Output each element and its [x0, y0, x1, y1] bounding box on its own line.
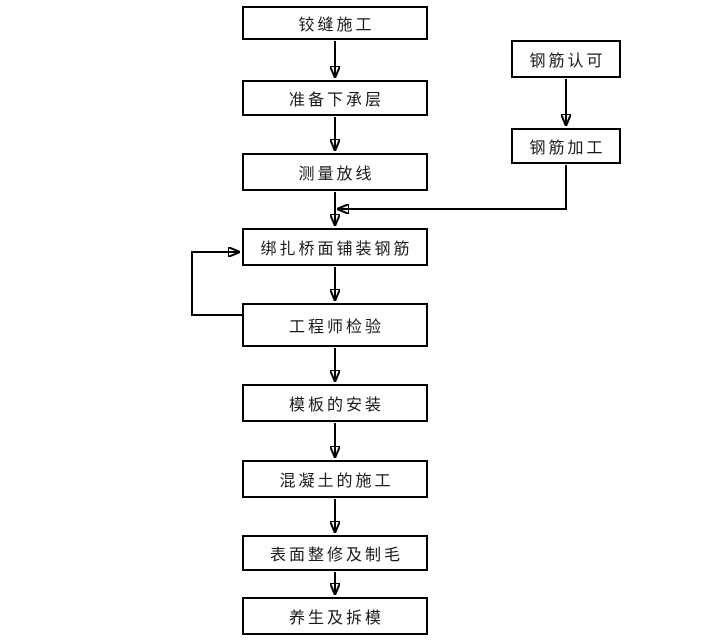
flow-node-prepare-subbase: 准备下承层	[242, 80, 428, 116]
flow-node-label: 铰缝施工	[298, 15, 375, 34]
flow-node-label: 钢筋认可	[529, 51, 606, 70]
flow-node-tie-deck-rebar: 绑扎桥面铺装钢筋	[242, 228, 428, 266]
flow-node-label: 表面整修及制毛	[269, 545, 403, 564]
arrow-inspect-rework-loop	[191, 252, 243, 316]
flow-node-label: 准备下承层	[288, 90, 384, 109]
flow-node-survey-layout: 测量放线	[242, 153, 428, 191]
flow-node-label: 养生及拆模	[288, 608, 384, 627]
flow-node-curing-demolding: 养生及拆模	[242, 597, 428, 635]
flow-node-hinge-joint-construction: 铰缝施工	[242, 6, 428, 40]
arrow-process-to-mainline	[338, 165, 567, 209]
flow-node-surface-finishing: 表面整修及制毛	[242, 535, 428, 571]
flow-node-label: 工程师检验	[288, 317, 384, 336]
flow-node-rebar-approval: 钢筋认可	[511, 40, 621, 78]
flow-node-formwork-installation: 模板的安装	[242, 384, 428, 422]
flow-node-label: 混凝土的施工	[279, 471, 394, 490]
flow-node-engineer-inspection: 工程师检验	[242, 303, 428, 347]
flow-node-label: 测量放线	[298, 164, 375, 183]
flow-node-concrete-construction: 混凝土的施工	[242, 460, 428, 498]
flow-node-label: 绑扎桥面铺装钢筋	[260, 239, 413, 258]
flow-node-label: 钢筋加工	[529, 138, 606, 157]
flow-node-label: 模板的安装	[288, 395, 384, 414]
flow-node-rebar-processing: 钢筋加工	[511, 128, 621, 164]
